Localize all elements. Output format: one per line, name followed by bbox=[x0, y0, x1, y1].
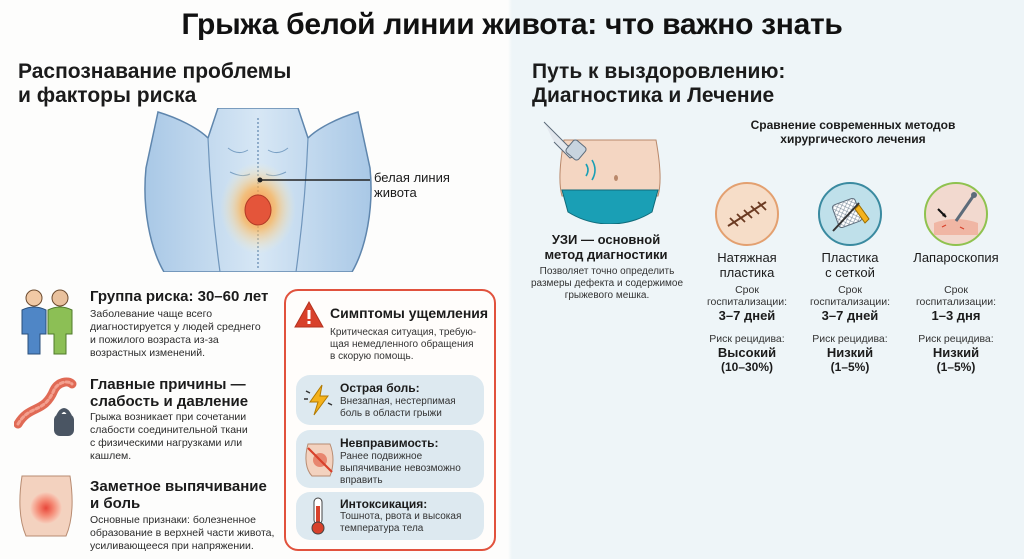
no-reduction-icon bbox=[302, 440, 336, 478]
symptoms-title: Симптомы ущемления bbox=[330, 305, 489, 321]
people-icon bbox=[14, 286, 78, 356]
bulge-icon bbox=[14, 472, 78, 538]
causes-title: Главные причины — слабость и давление bbox=[90, 376, 249, 410]
method-tension-repair: Натяжная пластика Срок госпитализации: 3… bbox=[697, 182, 797, 374]
lightning-icon bbox=[302, 383, 336, 417]
bulge-title: Заметное выпячивание и боль bbox=[90, 478, 267, 512]
symptom-card-irreducible: Невправимость: Ранее подвижное выпячиван… bbox=[296, 430, 484, 488]
right-section-title: Путь к выздоровлению: Диагностика и Лече… bbox=[532, 60, 786, 107]
warning-icon bbox=[294, 300, 324, 329]
left-section-title: Распознавание проблемы и факторы риска bbox=[18, 60, 292, 107]
page-title: Грыжа белой линии живота: что важно знат… bbox=[181, 8, 843, 41]
thermometer-icon bbox=[306, 496, 330, 536]
causes-text: Грыжа возникает при сочетании слабости с… bbox=[90, 411, 248, 462]
risk-group-title: Группа риска: 30–60 лет bbox=[90, 288, 269, 305]
symptoms-intro: Критическая ситуация, требую- щая немедл… bbox=[330, 327, 477, 362]
sutures-icon bbox=[715, 182, 779, 246]
anatomy-label: белая линия живота bbox=[374, 170, 450, 200]
torso-illustration bbox=[138, 107, 378, 273]
ultrasound-text: Позволяет точно определить размеры дефек… bbox=[530, 266, 684, 301]
method-mesh-repair: Пластика с сеткой Срок госпитализации: 3… bbox=[800, 182, 900, 374]
ultrasound-title: УЗИ — основной метод диагностики bbox=[544, 232, 668, 262]
symptom-card-intoxication: Интоксикация: Тошнота, рвота и высокая т… bbox=[296, 492, 484, 540]
symptom-card-pain: Острая боль: Внезапная, нестерпимая боль… bbox=[296, 375, 484, 425]
risk-group-text: Заболевание чаще всего диагностируется у… bbox=[90, 308, 261, 359]
bulge-text: Основные признаки: болезненное образован… bbox=[90, 514, 275, 552]
laparoscope-icon bbox=[924, 182, 988, 246]
ultrasound-illustration bbox=[540, 112, 676, 225]
comparison-title: Сравнение современных методов хирургичес… bbox=[750, 118, 956, 146]
method-laparoscopy: Лапароскопия Срок госпитализации: 1–3 дн… bbox=[906, 182, 1006, 374]
muscle-weight-icon bbox=[13, 374, 78, 440]
mesh-icon bbox=[818, 182, 882, 246]
